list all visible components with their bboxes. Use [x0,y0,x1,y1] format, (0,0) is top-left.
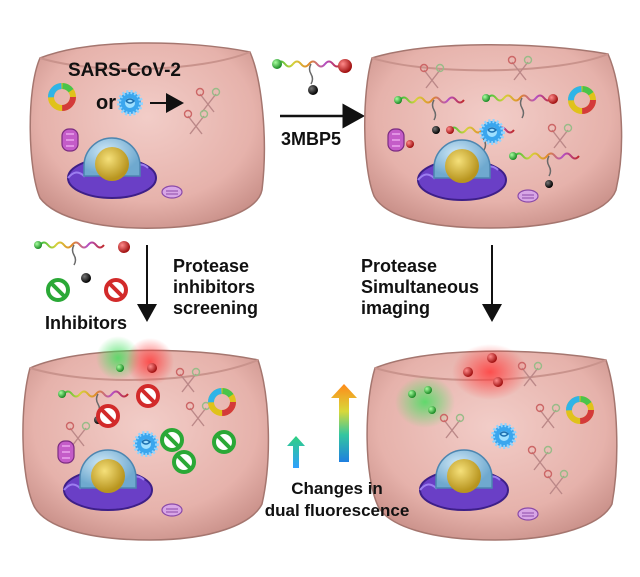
cell-infected [29,42,266,229]
virus-icon [479,119,505,145]
or-label: or [96,92,116,114]
imaging-line-2: Simultaneous [361,277,480,297]
green-dye-icon [482,94,490,102]
red-dye-icon [338,59,352,73]
small-up-arrow-icon [287,436,305,468]
screening-label: Protease inhibitors screening [173,256,258,319]
imaging-line-3: imaging [361,298,431,318]
red-dye-icon [548,94,558,104]
green-dye-icon [34,241,42,249]
virus-icon [117,90,143,116]
screening-line-1: Protease [173,256,250,276]
red-inhibitor-icon [136,384,160,408]
cell-simultaneous-imaging [366,344,618,541]
golgi-icon [517,189,539,203]
quencher-icon [81,273,91,283]
virus-icon [133,431,159,457]
cell-inhibitor-screening [22,336,270,541]
green-dye-icon [116,364,124,372]
red-dye-icon [446,126,454,134]
red-dye-icon [406,140,414,148]
imaging-label: Protease Simultaneous imaging [361,256,479,319]
red-dye-icon [487,353,497,363]
probe-chain [276,60,342,85]
green-fluorescence-glow [395,376,455,428]
mitochondrion-icon [61,128,79,152]
green-inhibitor-icon [212,430,236,454]
green-dye-icon [394,96,402,104]
red-inhibitor-icon [104,278,128,302]
red-fluorescence-glow [452,344,528,400]
fluorescence-change-arrows [287,384,357,468]
inhibitor-legend [34,241,130,302]
red-fluorescence-glow [126,338,174,386]
probe-name-label: 3MBP5 [281,129,342,149]
green-dye-icon [408,390,416,398]
green-dye-icon [272,59,282,69]
quencher-icon [432,126,440,134]
green-dye-icon [509,152,517,160]
screening-line-3: screening [173,298,259,318]
cell-probe-loaded [364,44,623,229]
green-inhibitor-icon [172,450,196,474]
quencher-icon [308,85,318,95]
screening-line-2: inhibitors [173,277,255,297]
pathogen-label: SARS-CoV-2 [68,60,181,81]
red-dye-icon [463,367,473,377]
large-up-arrow-icon [331,384,357,462]
golgi-icon [517,507,539,521]
red-inhibitor-icon [96,404,120,428]
virus-icon [491,423,517,449]
quencher-icon [545,180,553,188]
red-dye-icon [493,377,503,387]
mitochondrion-icon [387,128,405,152]
red-dye-icon [147,363,157,373]
green-dye-icon [58,390,66,398]
probe-chain [39,241,105,266]
golgi-icon [161,503,183,517]
green-inhibitor-icon [160,428,184,452]
inhibitors-label: Inhibitors [45,313,127,333]
green-dye-icon [428,406,436,414]
changes-line-2: dual fluorescence [264,501,410,520]
green-inhibitor-icon [46,278,70,302]
probe-icon [272,59,352,95]
green-dye-icon [424,386,432,394]
golgi-icon [161,185,183,199]
red-dye-icon [118,241,130,253]
mitochondrion-icon [57,440,75,464]
imaging-line-1: Protease [361,256,438,276]
changes-line-1: Changes in [291,479,383,498]
fluorescence-change-label: Changes in dual fluorescence [252,478,422,522]
